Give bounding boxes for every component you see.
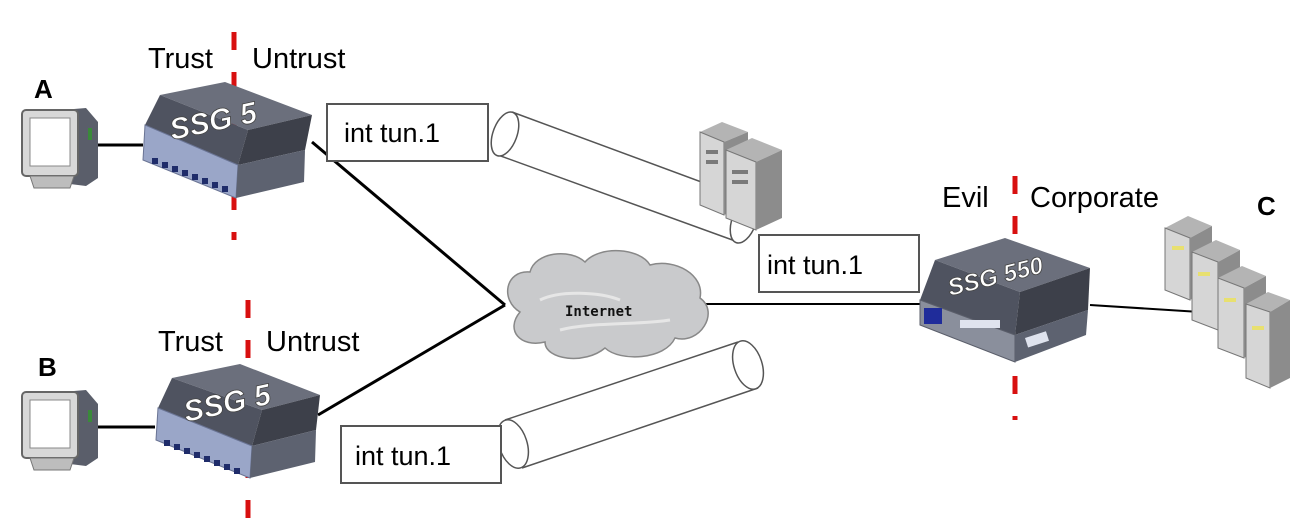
server-middle-icon (699, 122, 782, 231)
internet-cloud: Internet (506, 250, 709, 360)
internet-label: Internet (565, 304, 632, 320)
ssg5-top-device-icon: SSG 5 (142, 82, 312, 199)
link-ssg550-corporate (1089, 304, 1201, 313)
tunnel-label-top-left-text: int tun.1 (344, 118, 440, 148)
zone-label-evil: Evil (942, 182, 989, 214)
tunnel-bottom (496, 340, 765, 469)
zone-label-trust-bottom: Trust (158, 326, 223, 358)
tunnel-label-right: int tun.1 (758, 234, 920, 293)
zone-label-corporate: Corporate (1030, 182, 1159, 214)
zone-label-trust-top: Trust (148, 43, 213, 75)
ssg550-device-icon: SSG 550 (919, 238, 1090, 363)
node-label-b: B (38, 352, 57, 382)
tunnel-label-right-text: int tun.1 (767, 250, 863, 280)
corporate-servers-icon (1164, 216, 1290, 389)
zone-label-untrust-top: Untrust (252, 43, 345, 75)
computer-b-icon (21, 390, 98, 471)
tunnel-label-top-left: int tun.1 (326, 103, 489, 162)
ssg5-bottom-device-icon: SSG 5 (155, 364, 320, 479)
connection-lines (98, 140, 1201, 429)
computer-a-icon (21, 108, 98, 189)
tunnel-label-bottom-left: int tun.1 (340, 425, 502, 484)
link-ssg5-top-internet (311, 140, 506, 307)
tunnel-label-bottom-left-text: int tun.1 (355, 441, 451, 471)
node-label-a: A (34, 74, 53, 104)
zone-label-untrust-bottom: Untrust (266, 326, 359, 358)
link-ssg5-bottom-internet (317, 303, 506, 417)
node-label-c: C (1257, 191, 1276, 221)
